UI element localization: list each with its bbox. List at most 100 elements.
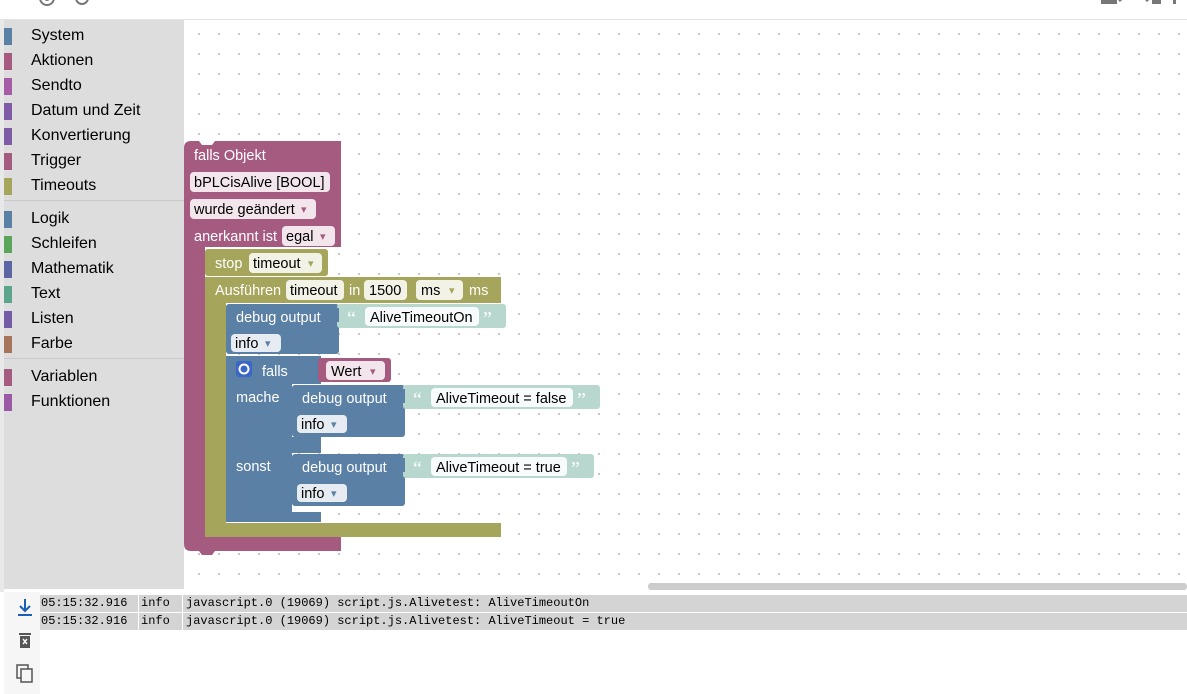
text-field-1[interactable] [365,307,479,326]
category-label: Sendto [31,77,82,94]
log-level: info [141,614,170,628]
category-color-bar [4,369,12,386]
object-field-text: bPLCisAlive [BOOL] [194,175,325,191]
export-icon[interactable] [1100,0,1126,10]
debug2-label: debug output [302,391,387,407]
category-label: Trigger [31,152,82,169]
debug-output-block-3[interactable]: debug output info ▾ [292,454,405,506]
timeout-run-label: Ausführen [215,283,281,299]
category-color-bar [4,394,12,411]
log-time: 05:15:32.916 [41,614,128,628]
timeout-unit-dropdown[interactable] [416,280,463,300]
condition-dropdown[interactable] [190,199,316,219]
import-icon[interactable] [1138,0,1162,10]
log-message: javascript.0 (19069) script.js.Alivetest… [186,596,590,610]
if-mache-label: mache [236,390,280,406]
toolbox-category-funktionen[interactable]: Funktionen [4,391,184,413]
toolbox-category-farbe[interactable]: Farbe [4,333,184,355]
blocks-canvas: falls Objekt bPLCisAlive [BOOL] wurde ge… [184,141,600,555]
category-label: Aktionen [31,52,94,69]
condition-dropdown-arrow: ▾ [301,204,307,216]
variable-text: Wert [331,364,361,380]
category-label: Funktionen [31,393,111,410]
mutator-gear-icon[interactable] [236,361,252,377]
timeout-name-text: timeout [290,283,338,299]
text-block-2[interactable]: “ AliveTimeout = false ” [399,385,600,411]
delete-icon[interactable] [15,630,35,650]
timeout-in-label: in [349,283,360,299]
stop-timeout-text: timeout [253,256,301,272]
log-time: 05:15:32.916 [41,596,128,610]
stop-timeout-block[interactable]: stop timeout ▾ [205,249,328,276]
text-block-3[interactable]: “ AliveTimeout = true ” [399,454,594,480]
timeout-value-field[interactable] [364,280,407,300]
toolbox-category-mathematik[interactable]: Mathematik [4,258,184,280]
text-field-3[interactable] [431,457,567,476]
toolbox-category-schleifen[interactable]: Schleifen [4,233,184,255]
toolbox-category-listen[interactable]: Listen [4,308,184,330]
toolbox-category-timeouts[interactable]: Timeouts [4,175,184,197]
stop-timeout-dropdown[interactable] [249,253,322,273]
scroll-down-icon[interactable] [15,597,35,617]
toolbox-separator [4,358,184,359]
category-label: Datum und Zeit [31,102,141,119]
toolbox-category-konvertierung[interactable]: Konvertierung [4,125,184,147]
toolbox-category-variablen[interactable]: Variablen [4,366,184,388]
category-color-bar [4,128,12,145]
toolbox-category-aktionen[interactable]: Aktionen [4,50,184,72]
quote-close-1: ” [483,308,492,330]
category-label: Konvertierung [31,127,131,144]
debug3-level-dropdown[interactable] [297,484,347,502]
ack-dropdown[interactable] [282,226,335,246]
horizontal-scrollbar[interactable] [648,583,1187,590]
category-color-bar [4,178,12,195]
ack-label: anerkannt ist [194,229,277,245]
category-color-bar [4,28,12,45]
log-divider [138,613,139,630]
debug-output-block-1[interactable]: debug output info ▾ [226,304,339,354]
toolbox-category-datum-und-zeit[interactable]: Datum und Zeit [4,100,184,122]
stop-dropdown-arrow: ▾ [308,258,314,270]
toolbox-separator [4,200,184,201]
debug-output-block-2[interactable]: debug output info ▾ [292,385,405,437]
log-divider [182,595,183,612]
ack-dropdown-arrow: ▾ [320,231,326,243]
toolbox-category-text[interactable]: Text [4,283,184,305]
toolbox-category-logik[interactable]: Logik [4,208,184,230]
category-color-bar [4,261,12,278]
toolbox-category-trigger[interactable]: Trigger [4,150,184,172]
if-block[interactable]: falls mache sonst [226,356,321,522]
text-block-1[interactable]: “ AliveTimeoutOn ” [333,304,506,330]
refresh-icon[interactable] [74,0,92,10]
debug2-level-dropdown[interactable] [297,415,347,433]
quote-close-3: ” [571,458,580,480]
timeout-unit-text: ms [421,283,440,299]
condition-dropdown-text: wurde geändert [193,202,295,218]
debug1-level-text: info [235,336,258,352]
category-color-bar [4,78,12,95]
toolbox-category-sendto[interactable]: Sendto [4,75,184,97]
variable-block[interactable]: Wert ▾ [318,358,391,382]
log-divider [182,613,183,630]
category-label: Farbe [31,335,73,352]
toolbox-category-system[interactable]: System [4,25,184,47]
log-toolbar [4,592,40,694]
debug3-level-text: info [301,486,324,502]
quote-close-2: ” [577,389,586,411]
category-color-bar [4,53,12,70]
timeout-block[interactable]: Ausführen timeout in 1500 ms ▾ ms [205,277,501,537]
log-divider [138,595,139,612]
object-field[interactable] [190,172,330,192]
text-field-2[interactable] [431,388,573,407]
variable-dropdown[interactable] [326,361,385,380]
category-color-bar [4,311,12,328]
copy-icon[interactable] [15,663,35,683]
debug1-level-dropdown[interactable] [231,334,281,352]
flag-icon[interactable] [1172,0,1187,10]
target-icon[interactable] [38,0,56,10]
if-falls-label: falls [262,364,288,380]
trigger-block[interactable]: falls Objekt bPLCisAlive [BOOL] wurde ge… [184,141,341,555]
timeout-name-field[interactable] [286,280,344,300]
